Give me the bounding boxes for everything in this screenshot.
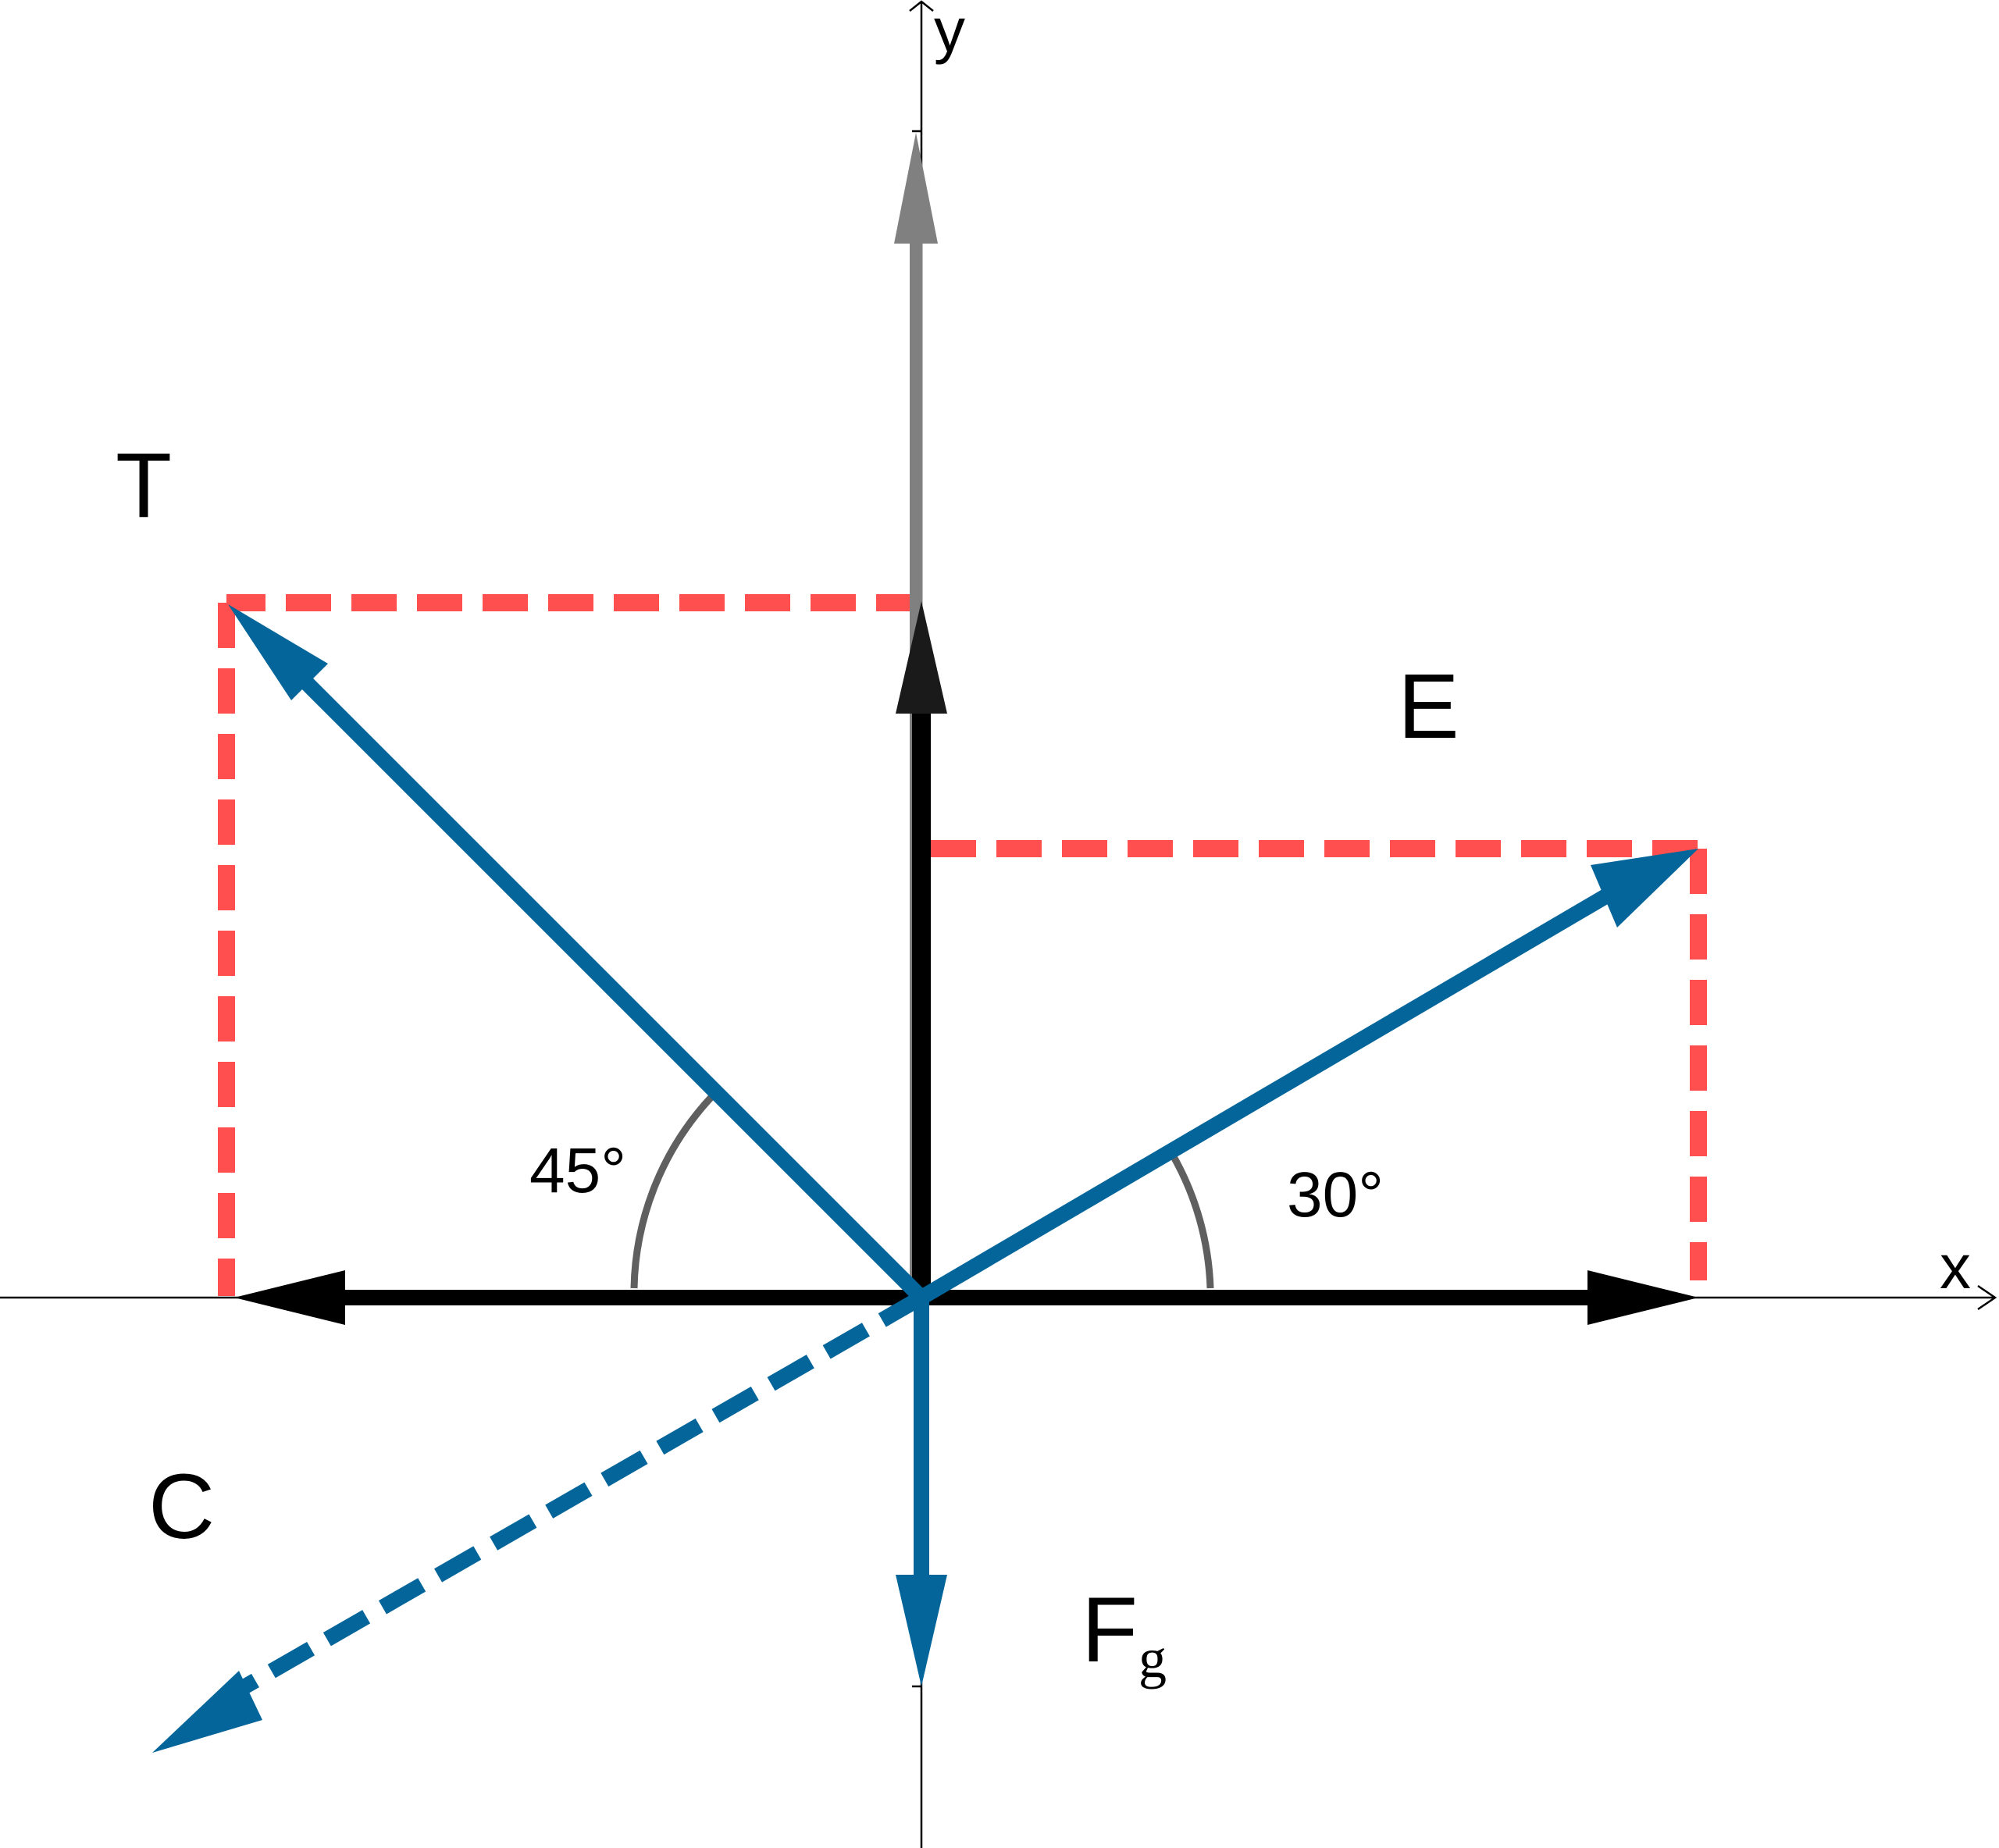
positive-x-component-arrowhead xyxy=(1587,1270,1698,1325)
negative-x-component-arrowhead xyxy=(234,1270,345,1325)
label-c: C xyxy=(148,1455,215,1558)
x-axis-arrowhead xyxy=(1977,1284,1997,1311)
label-t: T xyxy=(116,434,172,537)
vector-e-shaft xyxy=(917,883,1621,1305)
label-e: E xyxy=(1398,655,1459,758)
component-arrows xyxy=(234,601,1698,1325)
vector-t-shaft xyxy=(279,655,928,1304)
vector-fg-arrowhead xyxy=(896,1575,947,1686)
e-angle-arc xyxy=(1169,1152,1214,1289)
t-angle-arc xyxy=(630,1092,716,1289)
y-axis-arrowhead xyxy=(909,0,934,12)
force-vectors xyxy=(152,604,1698,1753)
label-fg-subscript: g xyxy=(1138,1627,1167,1690)
label-30-degrees: 30° xyxy=(1287,1159,1384,1230)
vector-c-arrowhead xyxy=(152,1671,262,1753)
label-f: F xyxy=(1081,1579,1138,1682)
vector-e-arrowhead xyxy=(1591,849,1698,928)
projection-lines xyxy=(218,594,1707,1296)
vector-t-arrowhead xyxy=(228,604,328,700)
label-45-degrees: 45° xyxy=(529,1135,626,1206)
y-axis-label: y xyxy=(934,0,965,65)
angle-arcs xyxy=(630,1092,1214,1289)
labels: T E C F g 45° 30° x y xyxy=(116,0,1971,1690)
y-component-arrowhead xyxy=(896,601,947,714)
x-axis-label: x xyxy=(1940,1232,1971,1301)
vector-c-shaft xyxy=(230,1291,925,1700)
